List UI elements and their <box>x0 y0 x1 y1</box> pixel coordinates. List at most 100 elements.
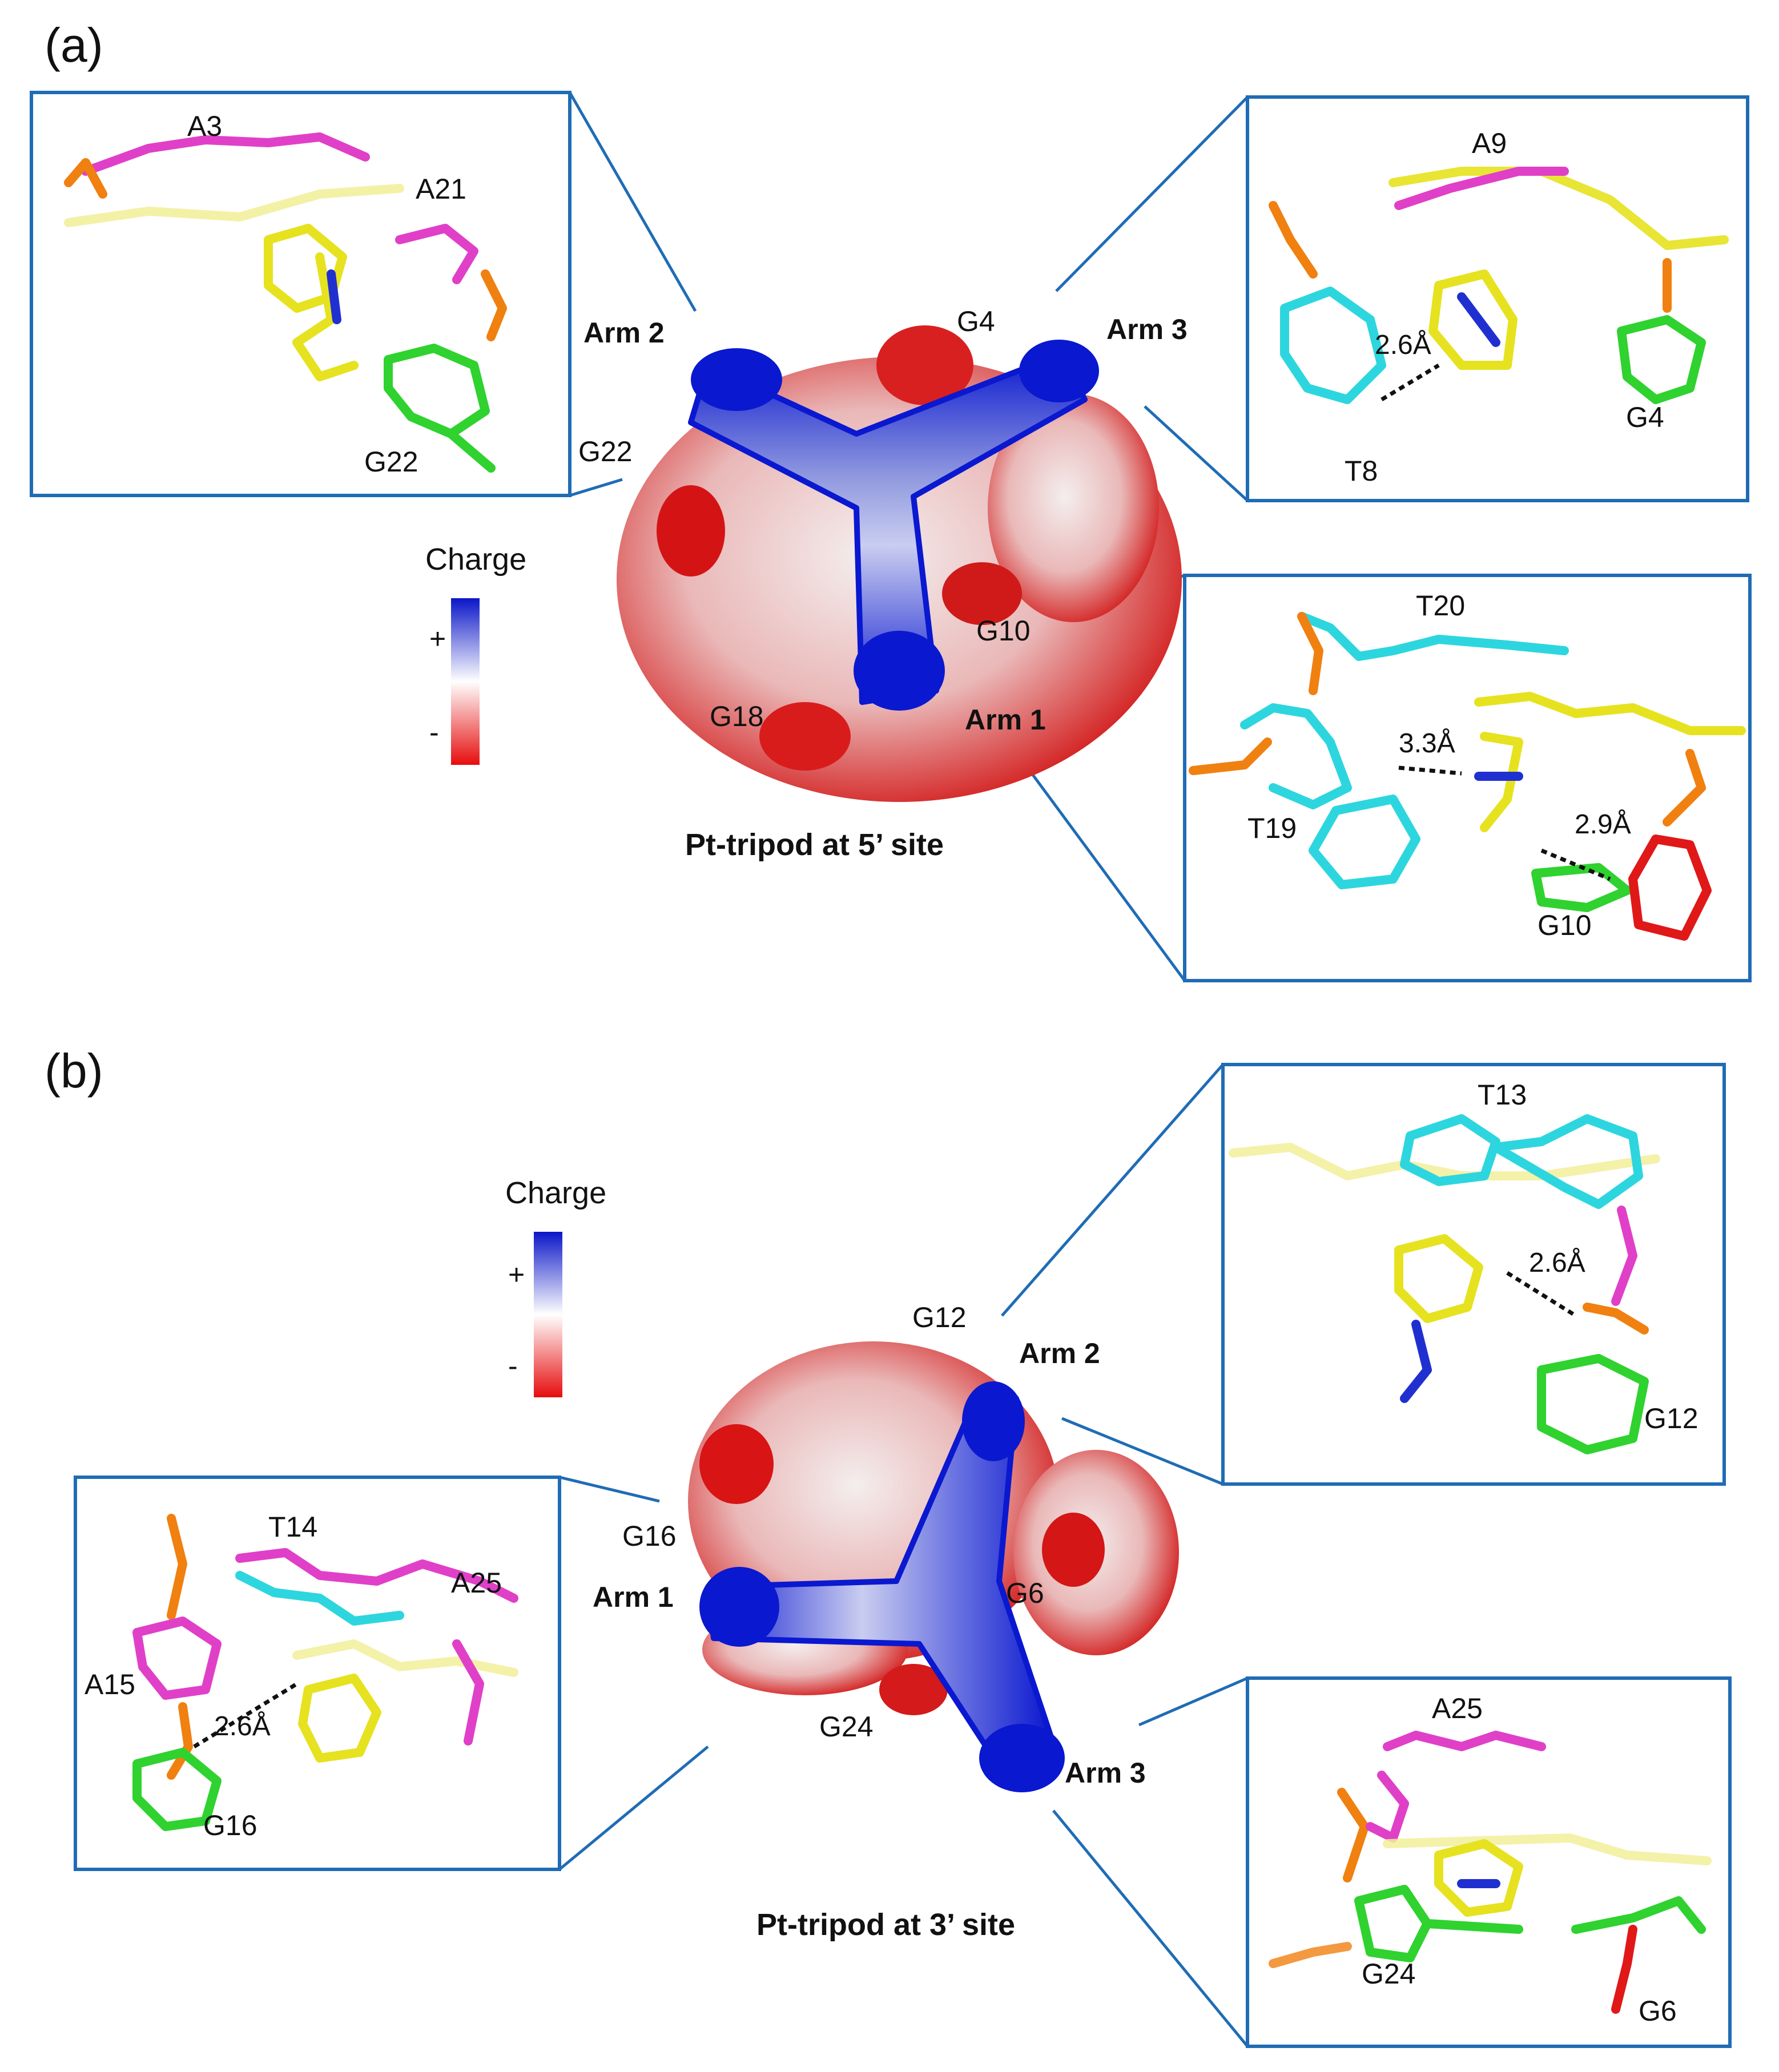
molecular-stick-model <box>292 1639 518 1677</box>
electrostatic-surface-a <box>617 325 1182 802</box>
panel-a-letter: (a) <box>45 18 103 72</box>
molecular-stick-model <box>1189 737 1272 775</box>
residue-label-g10: G10 <box>1537 909 1592 941</box>
inset-frame <box>74 1476 561 1871</box>
arm3-label: Arm 3 <box>1065 1757 1146 1789</box>
arm3-label: Arm 3 <box>1106 313 1188 345</box>
arm2-tip <box>962 1381 1025 1461</box>
surface-label-g10: G10 <box>976 615 1031 647</box>
molecular-stick-model <box>292 252 359 381</box>
connector-line <box>1029 771 1186 982</box>
arm2-label: Arm 2 <box>583 317 665 349</box>
molecular-stick-model <box>1480 732 1523 832</box>
residue-label-g12: G12 <box>1644 1402 1698 1434</box>
molecular-stick-model <box>1383 1731 1546 1751</box>
arm3-tip <box>979 1724 1065 1792</box>
connector-line <box>559 1476 660 1503</box>
charge-label: Charge <box>505 1176 606 1210</box>
molecular-stick-model <box>1611 1925 1637 2014</box>
molecular-stick-model <box>446 429 496 473</box>
caption-a: Pt-tripod at 5’ site <box>685 828 944 862</box>
connector-line <box>1001 1063 1224 1317</box>
surface-label-g12: G12 <box>912 1301 967 1333</box>
molecular-stick-model <box>481 269 507 341</box>
panel-b-connectors <box>558 1063 1249 2047</box>
molecular-stick-model <box>1491 1114 1643 1209</box>
molecular-stick-model <box>132 1617 222 1700</box>
inset-b-top-right: T13 2.6Å G12 <box>1221 1063 1726 1486</box>
tripod-arms-surface <box>705 1396 1053 1778</box>
arm1-label: Arm 1 <box>965 704 1046 736</box>
residue-label-g22: G22 <box>364 446 418 478</box>
arm1-tip <box>854 631 945 711</box>
distance-label-2: 2.9Å <box>1575 809 1631 840</box>
molecular-stick-model <box>235 1571 404 1626</box>
residue-label-a3: A3 <box>187 110 222 142</box>
molecular-stick-model <box>384 344 490 438</box>
colorbar-plus: + <box>429 623 446 655</box>
residue-label-a21: A21 <box>416 173 466 205</box>
molecular-stick-model <box>1280 287 1386 404</box>
colorbar-gradient <box>451 598 480 765</box>
molecular-stick-model <box>1400 1114 1500 1186</box>
surface-bump <box>657 485 725 577</box>
connector-line <box>568 91 697 312</box>
molecular-stick-model <box>1269 1942 1352 1968</box>
surface-label-g22: G22 <box>578 436 633 467</box>
residue-label-t14: T14 <box>268 1511 317 1543</box>
molecular-stick-model <box>64 158 107 199</box>
connector-line <box>1055 96 1249 292</box>
residue-label-a15: A15 <box>84 1668 135 1700</box>
surface-label-g6: G6 <box>1006 1577 1044 1609</box>
distance-label: 2.6Å <box>214 1711 271 1742</box>
residue-label-a25: A25 <box>451 1567 502 1599</box>
distance-label: 2.6Å <box>1375 330 1431 360</box>
molecular-stick-model <box>1457 292 1500 347</box>
inset-b-bottom-right: A25 G24 G6 <box>1246 1676 1732 2048</box>
hydrogen-bond <box>1506 1271 1577 1317</box>
residue-label-t19: T19 <box>1247 812 1297 844</box>
molecular-stick-model <box>1423 1919 1523 1934</box>
surface-bump <box>942 562 1022 625</box>
inset-a-bottom-right: T20 3.3Å 2.9Å T19 G10 <box>1183 574 1752 982</box>
colorbar-minus: - <box>429 716 439 748</box>
molecular-stick-model <box>395 224 478 284</box>
residue-label-a9: A9 <box>1472 127 1507 159</box>
molecular-stick-model <box>1240 703 1352 809</box>
charge-colorbar-a: Charge + - <box>425 542 526 765</box>
molecular-stick-model <box>167 1514 187 1620</box>
residue-label-g24: G24 <box>1362 1958 1416 1990</box>
residue-label-g16: G16 <box>203 1809 257 1841</box>
molecular-stick-model <box>1628 835 1712 941</box>
panel-b-letter: (b) <box>45 1044 103 1098</box>
surface-label-g18: G18 <box>710 700 764 732</box>
hydrogen-bond <box>1540 848 1611 881</box>
tripod-arms-surface <box>688 351 1088 705</box>
connector-line <box>569 478 623 497</box>
molecular-stick-model <box>452 1639 484 1746</box>
surface-bump <box>699 1424 774 1504</box>
molecular-stick-model <box>298 1674 381 1763</box>
molecular-stick-model <box>1617 315 1706 404</box>
molecular-stick-model <box>1269 201 1318 279</box>
residue-label-g6: G6 <box>1639 1995 1677 2027</box>
residue-label-t8: T8 <box>1345 455 1378 487</box>
molecular-stick-model <box>1434 1839 1523 1917</box>
distance-label: 2.6Å <box>1529 1248 1585 1278</box>
molecular-stick-model <box>1571 1896 1706 1934</box>
molecular-stick-model <box>1366 1771 1409 1843</box>
surface-label-g4: G4 <box>957 305 995 337</box>
surface-bump <box>876 325 973 405</box>
arm3-tip <box>1019 340 1099 402</box>
hydrogen-bond <box>1380 363 1440 402</box>
connector-line <box>1052 1809 1249 2047</box>
inset-a-top-right: A9 2.6Å T8 G4 <box>1246 95 1749 502</box>
inset-frame <box>1183 574 1752 982</box>
molecular-stick-model <box>1309 795 1420 889</box>
arm1-tip <box>699 1567 779 1647</box>
molecular-stick-model <box>1400 1320 1432 1403</box>
residue-label-t13: T13 <box>1478 1079 1527 1111</box>
distance-label-1: 3.3Å <box>1399 728 1455 759</box>
connector-line <box>1138 1676 1248 1727</box>
